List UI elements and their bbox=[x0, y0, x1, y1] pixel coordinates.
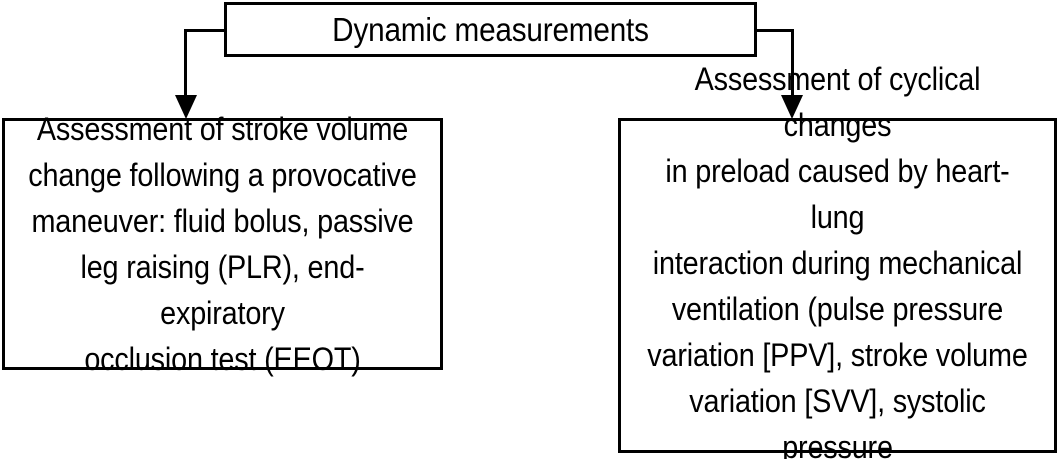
arrowhead-right-icon bbox=[781, 95, 803, 119]
node-cyclical-changes-assessment[interactable]: Assessment of cyclical changes in preloa… bbox=[618, 61, 1057, 459]
connector-right-horizontal bbox=[754, 29, 794, 32]
connector-right-vertical bbox=[791, 29, 794, 97]
arrowhead-left-icon bbox=[175, 95, 197, 119]
connector-left-horizontal bbox=[184, 29, 227, 32]
node-dynamic-measurements[interactable]: Dynamic measurements bbox=[224, 2, 757, 57]
node-stroke-volume-assessment[interactable]: Assessment of stroke volume change follo… bbox=[2, 111, 443, 377]
connector-left-vertical bbox=[184, 29, 187, 97]
node-dynamic-measurements-label: Dynamic measurements bbox=[332, 10, 649, 48]
node-cyclical-changes-assessment-label: Assessment of cyclical changes in preloa… bbox=[647, 60, 1028, 459]
node-stroke-volume-assessment-label: Assessment of stroke volume change follo… bbox=[28, 111, 417, 377]
